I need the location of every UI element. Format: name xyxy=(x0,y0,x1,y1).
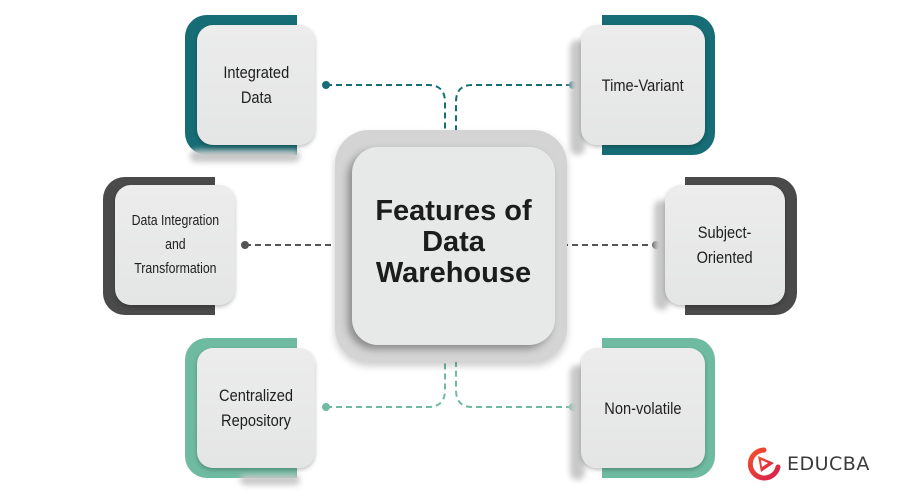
card-shadow xyxy=(190,150,300,162)
connector-time-variant xyxy=(455,84,572,132)
connector-non-volatile xyxy=(455,360,572,408)
feature-card-subject-oriented: Subject- Oriented xyxy=(665,185,785,305)
center-card: Features of Data Warehouse xyxy=(352,147,555,345)
feature-card-integrated-data: Integrated Data xyxy=(197,25,315,145)
feature-label: Integrated Data xyxy=(223,63,289,107)
educba-logo-text: EDUCBA xyxy=(787,453,870,475)
connector-dot-centralized xyxy=(322,403,330,411)
feature-label: Data Integration and Transformation xyxy=(131,212,219,277)
card-shadow xyxy=(240,475,300,485)
educba-logo: EDUCBA xyxy=(747,447,870,481)
diagram-title: Features of Data Warehouse xyxy=(375,194,532,289)
feature-card-data-integration-transformation: Data Integration and Transformation xyxy=(115,185,235,305)
feature-label: Time-Variant xyxy=(601,75,685,95)
feature-label: Non-volatile xyxy=(604,398,682,418)
educba-logo-icon xyxy=(747,447,781,481)
connector-dot-integrated xyxy=(322,81,330,89)
feature-label: Subject- Oriented xyxy=(696,223,754,267)
feature-card-time-variant: Time-Variant xyxy=(581,25,705,145)
feature-card-non-volatile: Non-volatile xyxy=(581,348,705,468)
feature-label: Centralized Repository xyxy=(219,386,293,430)
feature-card-centralized-repository: Centralized Repository xyxy=(197,348,315,468)
connector-centralized xyxy=(326,360,446,408)
connector-integrated-data xyxy=(326,84,446,132)
connector-dot-data-integration xyxy=(241,241,249,249)
